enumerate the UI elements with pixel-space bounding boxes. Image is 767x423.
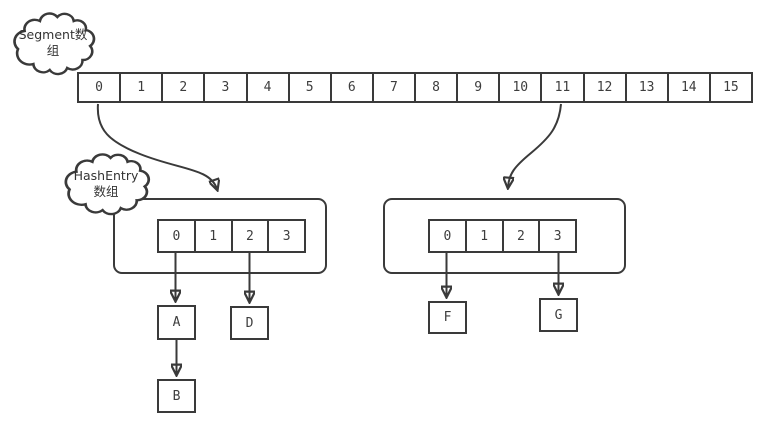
hashentry-cloud-label: HashEntry 数组: [73, 167, 139, 199]
segment-cell-5: 5: [287, 72, 332, 103]
node-B: B: [157, 379, 196, 413]
segment-cell-2: 2: [161, 72, 206, 103]
node-D: D: [230, 306, 269, 340]
left-hashentry-array: 0 1 2 3: [157, 219, 306, 253]
cloud-shape: [13, 12, 96, 76]
segment-cell-4: 4: [245, 72, 290, 103]
left-bucket-cell-3: 3: [267, 219, 306, 253]
right-bucket-cell-2: 2: [501, 219, 541, 253]
right-hashentry-container: [383, 198, 626, 274]
left-bucket-cell-2: 2: [230, 219, 270, 253]
segment-cell-14: 14: [666, 72, 711, 103]
right-bucket-cell-3: 3: [538, 219, 577, 253]
node-G: G: [539, 298, 578, 332]
segment-array: 0 1 2 3 4 5 6 7 8 9 10 11 12 13 14 15: [77, 72, 753, 103]
segment-cell-11: 11: [540, 72, 585, 103]
segment-cell-0: 0: [77, 72, 122, 103]
segment-cell-1: 1: [119, 72, 164, 103]
right-bucket-cell-0: 0: [428, 219, 467, 253]
segment-cell-6: 6: [329, 72, 374, 103]
segment-cell-3: 3: [203, 72, 248, 103]
right-hashentry-array: 0 1 2 3: [428, 219, 577, 253]
left-bucket-cell-1: 1: [193, 219, 233, 253]
node-A: A: [157, 305, 196, 340]
segment-cloud-callout: Segment数 组: [6, 8, 100, 78]
segment-cell-8: 8: [414, 72, 459, 103]
right-bucket-cell-1: 1: [464, 219, 504, 253]
segment-cell-15: 15: [708, 72, 753, 103]
hashentry-cloud-callout: HashEntry 数组: [57, 149, 155, 218]
segment-cell-9: 9: [456, 72, 501, 103]
segment-cell-13: 13: [624, 72, 669, 103]
segment-cell-7: 7: [371, 72, 416, 103]
segment-cell-10: 10: [498, 72, 543, 103]
arrow-segment11-to-right-bucket: [508, 103, 562, 187]
left-bucket-cell-0: 0: [157, 219, 196, 253]
segment-cloud-label: Segment数 组: [18, 27, 88, 58]
segment-cell-12: 12: [582, 72, 627, 103]
node-F: F: [428, 301, 467, 334]
